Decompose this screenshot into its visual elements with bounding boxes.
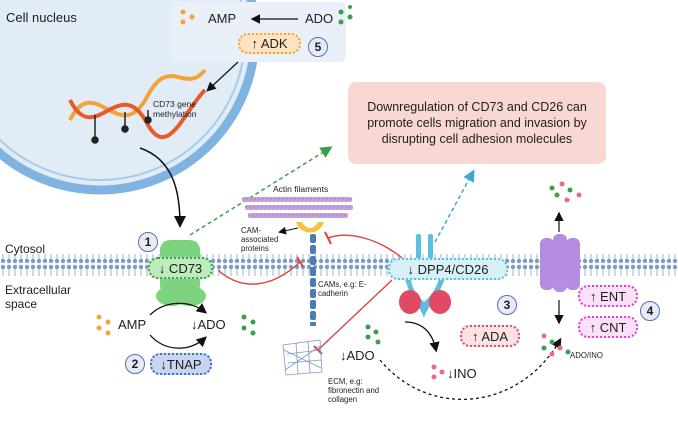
extracellular-ado-label: ↓ADO	[191, 317, 226, 332]
extracellular-space-label: Extracellular space	[5, 283, 72, 311]
step-1-badge: 1	[138, 232, 158, 252]
adk-badge: ↑ ADK	[238, 33, 301, 54]
cam-molecule	[310, 234, 316, 326]
cams-label: CAMs, e.g: E-cadherin	[318, 280, 367, 298]
step-4-badge: 4	[640, 301, 660, 321]
nucleoside-dots-top	[549, 181, 582, 203]
ino-down-label: ↓INO	[447, 366, 477, 381]
nucleus-ado-label: ADO	[305, 11, 334, 26]
cam-associated-label: CAM-associated proteins	[241, 226, 279, 253]
cnt-badge: ↑ CNT	[578, 316, 638, 338]
ecm-mesh	[282, 339, 323, 376]
dpp4-badge: ↓ DPP4/CD26	[388, 258, 508, 280]
step-5-badge: 5	[308, 37, 328, 57]
extracellular-ado-down-label: ↓ADO	[340, 348, 375, 363]
cell-nucleus-label: Cell nucleus	[6, 10, 77, 25]
ent-badge: ↑ ENT	[578, 285, 638, 307]
ada-right	[429, 290, 451, 314]
cd73-badge: ↓ CD73	[148, 257, 213, 279]
transporter-protein	[540, 234, 580, 292]
message-box: Downregulation of CD73 and CD26 can prom…	[348, 82, 606, 164]
cd73-methylation-label: CD73 gene methylation	[153, 99, 197, 119]
step-3-badge: 3	[497, 295, 517, 315]
adk-panel	[172, 2, 346, 62]
actin-filaments	[242, 197, 353, 218]
nucleoside-dots-bottom	[541, 333, 571, 357]
cam-associated-protein	[296, 222, 324, 233]
ecm-label: ECM, e.g: fibronectin and collagen	[328, 377, 380, 404]
extracellular-amp-label: AMP	[118, 317, 147, 332]
cytosol-label: Cytosol	[5, 242, 46, 256]
nucleus-amp-label: AMP	[208, 11, 237, 26]
tnap-badge: ↓TNAP	[150, 353, 212, 375]
ada-badge: ↑ ADA	[460, 325, 520, 347]
ado-ino-label: ADO/INO	[570, 351, 603, 360]
actin-filaments-label: Actin filaments	[273, 184, 329, 194]
ada-left	[399, 290, 421, 314]
step-2-badge: 2	[125, 354, 145, 374]
